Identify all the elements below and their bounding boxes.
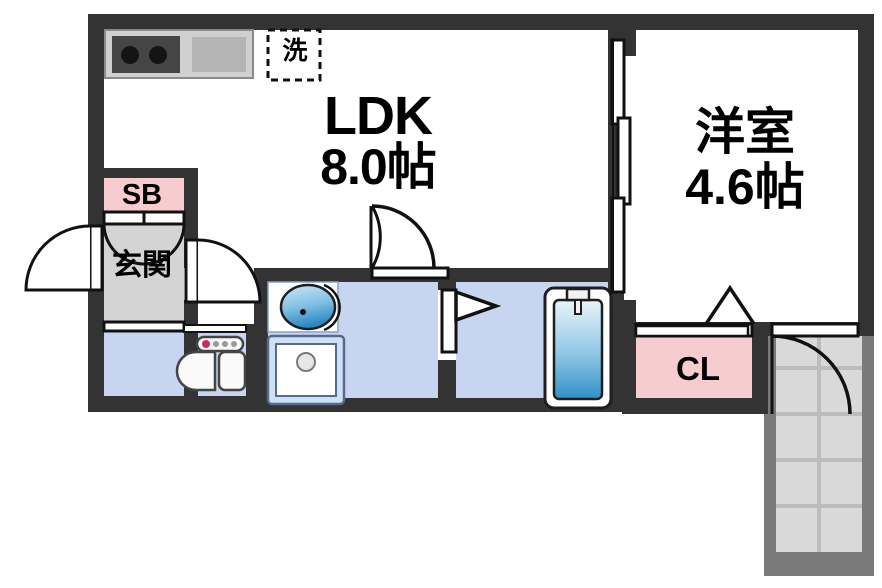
- kitchen-counter: [104, 29, 254, 79]
- toilet-bowl: [175, 350, 217, 392]
- bathtub-faucet: [565, 287, 591, 302]
- vanity-basin: [267, 281, 341, 333]
- ldk-name: LDK: [324, 86, 433, 146]
- ldk-yoshitsu-sliding-door[interactable]: [610, 38, 632, 294]
- stove-burner-left: [121, 46, 139, 64]
- shoe-box-double-doors[interactable]: [102, 210, 186, 266]
- washing-machine-spot: [266, 28, 322, 82]
- toilet-fixture: [175, 335, 247, 392]
- room-label-genkan: 玄関: [112, 249, 172, 282]
- ldk-washroom-door[interactable]: [369, 204, 450, 280]
- bathtub: [543, 286, 613, 410]
- bathroom-folding-door[interactable]: [440, 288, 502, 354]
- room-label-ldk: LDK 8.0帖: [268, 88, 488, 193]
- shoe-box-area: [104, 176, 184, 216]
- toilet-sliding-door[interactable]: [102, 320, 247, 333]
- room-label-shoe-box: SB: [121, 179, 163, 211]
- balcony: [764, 322, 874, 576]
- genkan-inner-door[interactable]: [184, 238, 262, 304]
- front-entrance-door[interactable]: [24, 224, 104, 292]
- closet-area: [630, 336, 764, 410]
- kitchen-sink-basin: [192, 37, 246, 72]
- stove-burner-right: [149, 46, 167, 64]
- toilet-tank: [217, 350, 247, 392]
- room-label-washer-spot: 洗: [282, 37, 308, 65]
- yoshitsu-name: 洋室: [695, 104, 795, 160]
- yoshitsu-size: 4.6帖: [685, 158, 805, 215]
- washing-machine-pan: [266, 334, 346, 406]
- balcony-door[interactable]: [770, 322, 860, 415]
- balcony-tile-grid: [776, 322, 862, 552]
- ldk-size: 8.0帖: [320, 138, 437, 195]
- closet-door[interactable]: [634, 324, 750, 338]
- genkan-area: [104, 212, 184, 324]
- room-label-yoshitsu: 洋室 4.6帖: [650, 106, 840, 213]
- washlet-control-panel: [195, 335, 245, 353]
- room-label-closet: CL: [676, 350, 720, 387]
